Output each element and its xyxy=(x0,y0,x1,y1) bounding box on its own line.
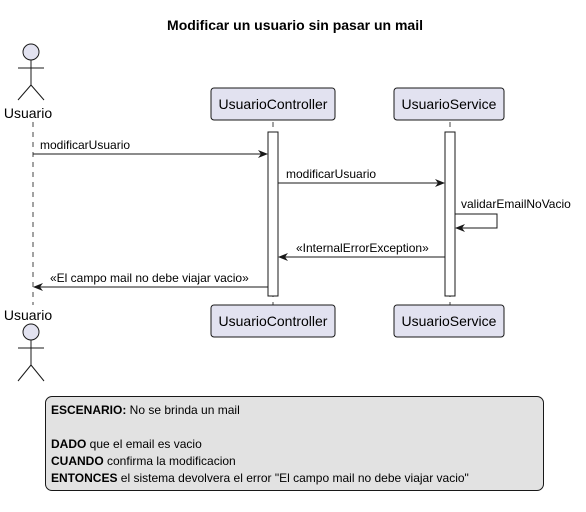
message-1-label: modificarUsuario xyxy=(40,138,130,152)
diagram-title: Modificar un usuario sin pasar un mail xyxy=(167,17,423,33)
participant-service-bottom: UsuarioService xyxy=(393,304,505,338)
actor-bottom: Usuario xyxy=(4,307,52,382)
dado-key: DADO xyxy=(51,437,87,451)
scenario-note: ESCENARIO: No se brinda un mail DADO que… xyxy=(45,396,544,491)
service-label-top: UsuarioService xyxy=(402,96,497,112)
participant-service-top: UsuarioService xyxy=(393,87,505,121)
escenario-text: No se brinda un mail xyxy=(126,403,240,417)
cuando-text: confirma la modificacion xyxy=(103,454,236,468)
controller-label-bottom: UsuarioController xyxy=(219,313,328,329)
service-activation xyxy=(444,131,456,297)
controller-activation xyxy=(267,131,279,297)
participant-controller-bottom: UsuarioController xyxy=(210,304,336,338)
cuando-row: CUANDO confirma la modificacion xyxy=(51,453,543,470)
message-5-label: «El campo mail no debe viajar vacio» xyxy=(50,271,249,285)
dado-row: DADO que el email es vacio xyxy=(51,436,543,453)
entonces-key: ENTONCES xyxy=(51,471,118,485)
message-3-label: validarEmailNoVacio xyxy=(461,197,571,211)
actor-label-bottom: Usuario xyxy=(4,307,52,323)
escenario-key: ESCENARIO: xyxy=(51,403,127,417)
entonces-text: el sistema devolvera el error "El campo … xyxy=(117,471,469,485)
actor-stick-figure-icon xyxy=(17,43,45,101)
escenario-row: ESCENARIO: No se brinda un mail xyxy=(51,402,543,419)
service-label-bottom: UsuarioService xyxy=(402,313,497,329)
actor-label-top: Usuario xyxy=(4,105,52,121)
entonces-row: ENTONCES el sistema devolvera el error "… xyxy=(51,470,543,487)
message-2-label: modificarUsuario xyxy=(286,167,376,181)
cuando-key: CUANDO xyxy=(51,454,104,468)
message-3-arrow xyxy=(455,213,498,232)
note-spacer xyxy=(51,419,543,436)
actor-stick-figure-icon xyxy=(17,323,45,382)
controller-label-top: UsuarioController xyxy=(219,96,328,112)
participant-controller-top: UsuarioController xyxy=(210,87,336,121)
dado-text: que el email es vacio xyxy=(86,437,202,451)
actor-top: Usuario xyxy=(4,43,52,121)
message-4-label: «InternalErrorException» xyxy=(296,241,429,255)
